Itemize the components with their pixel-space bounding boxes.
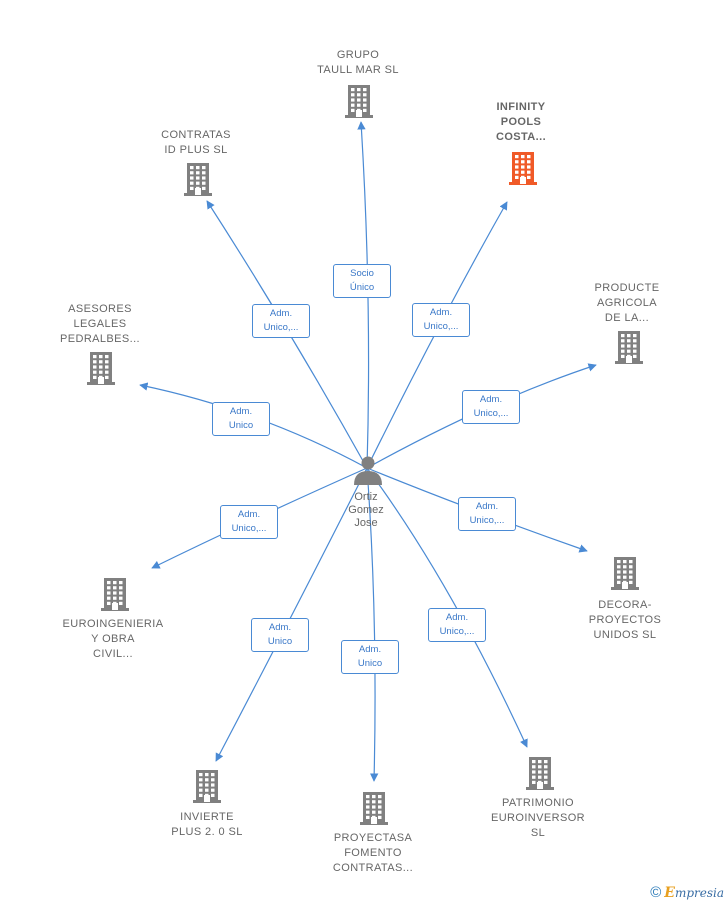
building-icon-patrimonio[interactable]: [526, 757, 554, 790]
building-icon-decora-proyectos[interactable]: [611, 557, 639, 590]
company-label-contratas-id[interactable]: CONTRATAS ID PLUS SL: [161, 129, 231, 156]
relation-label-producte-agricola[interactable]: Adm. Unico,...: [462, 390, 520, 424]
empresia-logo[interactable]: Empresia: [664, 884, 724, 901]
relation-label-invierte-plus[interactable]: Adm. Unico: [251, 618, 309, 652]
building-icon-proyectasa[interactable]: [360, 792, 388, 825]
person-icon[interactable]: [354, 456, 382, 486]
building-icon-asesores-legales[interactable]: [87, 352, 115, 385]
relation-label-decora-proyectos[interactable]: Adm. Unico,...: [458, 497, 516, 531]
relation-label-proyectasa[interactable]: Adm. Unico: [341, 640, 399, 674]
building-icon-euroingenieria[interactable]: [101, 578, 129, 611]
relation-edge-patrimonio: [366, 467, 528, 748]
company-label-invierte-plus[interactable]: INVIERTE PLUS 2. 0 SL: [171, 811, 243, 838]
relation-edge-proyectasa: [366, 467, 379, 782]
copyright-icon: ©: [650, 884, 662, 901]
copyright-footer: © Empresia: [650, 884, 724, 901]
relation-label-grupo-taull[interactable]: Socio Único: [333, 264, 391, 298]
relation-label-asesores-legales[interactable]: Adm. Unico: [212, 402, 270, 436]
company-label-grupo-taull[interactable]: GRUPO TAULL MAR SL: [317, 49, 399, 76]
company-label-patrimonio[interactable]: PATRIMONIO EUROINVERSOR SL: [490, 797, 586, 839]
center-person-name[interactable]: Ortiz Gomez Jose: [348, 491, 384, 529]
company-label-infinity-pools[interactable]: INFINITY POOLS COSTA...: [495, 101, 547, 143]
company-label-decora-proyectos[interactable]: DECORA- PROYECTOS UNIDOS SL: [588, 599, 662, 641]
building-icon-infinity-pools[interactable]: [509, 152, 537, 185]
company-label-asesores-legales[interactable]: ASESORES LEGALES PEDRALBES...: [60, 303, 140, 345]
company-label-producte-agricola[interactable]: PRODUCTE AGRICOLA DE LA...: [594, 282, 660, 324]
relation-edge-invierte-plus: [215, 467, 368, 762]
company-label-euroingenieria[interactable]: EUROINGENIERIA Y OBRA CIVIL...: [62, 618, 164, 660]
building-icon-producte-agricola[interactable]: [615, 331, 643, 364]
relation-label-infinity-pools[interactable]: Adm. Unico,...: [412, 303, 470, 337]
company-label-proyectasa[interactable]: PROYECTASA FOMENTO CONTRATAS...: [332, 832, 414, 874]
building-icon-grupo-taull[interactable]: [345, 85, 373, 118]
building-icon-invierte-plus[interactable]: [193, 770, 221, 803]
relation-label-patrimonio[interactable]: Adm. Unico,...: [428, 608, 486, 642]
relation-label-euroingenieria[interactable]: Adm. Unico,...: [220, 505, 278, 539]
relation-label-contratas-id[interactable]: Adm. Unico,...: [252, 304, 310, 338]
building-icon-contratas-id[interactable]: [184, 163, 212, 196]
